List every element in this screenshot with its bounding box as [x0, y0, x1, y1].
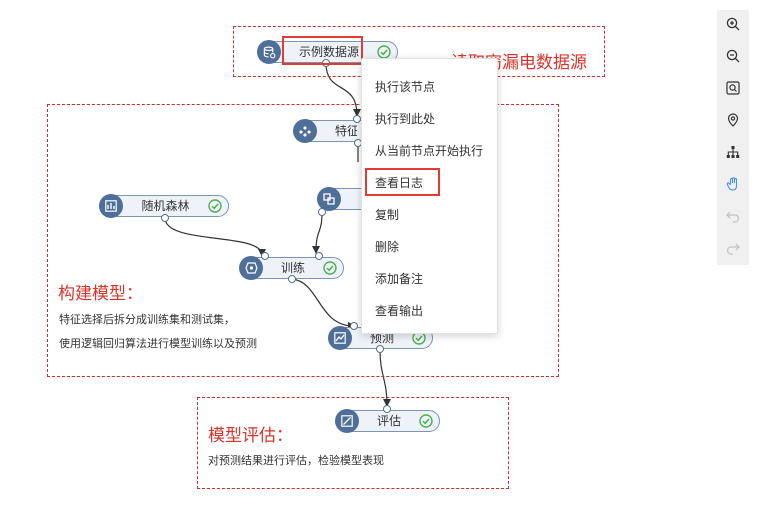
pan-hand-icon: [726, 177, 738, 191]
zoom-out-icon: [726, 49, 740, 63]
menu-item-run-from-here[interactable]: 从当前节点开始执行: [375, 144, 484, 158]
output-port[interactable]: [161, 214, 169, 222]
menu-item-view-output[interactable]: 查看输出: [375, 304, 424, 318]
node-train-label: 训练: [280, 261, 305, 275]
input-port[interactable]: [350, 322, 358, 330]
undo-button[interactable]: [721, 204, 745, 228]
success-check-icon: [377, 45, 391, 59]
node-feature-label: 特征: [335, 124, 357, 138]
context-menu: 执行该节点 执行到此处 从当前节点开始执行 查看日志 复制 删除 添加备注 查看…: [361, 58, 498, 334]
database-icon: [257, 40, 281, 64]
locate-icon: [727, 113, 739, 127]
locate-button[interactable]: [721, 108, 745, 132]
node-random-forest[interactable]: 随机森林: [99, 194, 229, 218]
zoom-in-icon: [726, 17, 740, 31]
redo-button[interactable]: [721, 236, 745, 260]
menu-item-run-node[interactable]: 执行该节点: [375, 80, 436, 94]
input-port[interactable]: [315, 252, 323, 260]
success-check-icon: [419, 414, 433, 428]
redo-icon: [726, 243, 740, 255]
menu-item-copy[interactable]: 复制: [375, 208, 400, 222]
undo-icon: [726, 211, 740, 223]
node-train[interactable]: 训练: [239, 256, 344, 280]
predict-icon: [328, 326, 352, 350]
zoom-out-button[interactable]: [721, 44, 745, 68]
auto-layout-button[interactable]: [721, 140, 745, 164]
group-evaluate[interactable]: [197, 397, 509, 489]
highlight-view-log: [365, 168, 440, 196]
node-evaluate[interactable]: 评估: [335, 409, 440, 433]
menu-item-view-log[interactable]: 查看日志: [375, 176, 424, 190]
success-check-icon: [208, 199, 222, 213]
output-port[interactable]: [318, 208, 326, 216]
fit-view-button[interactable]: [721, 76, 745, 100]
evaluate-icon: [335, 409, 359, 433]
group-build-model-desc-line-1: 特征选择后拆分成训练集和测试集，: [59, 313, 235, 326]
menu-item-delete[interactable]: 删除: [375, 240, 400, 254]
pan-button[interactable]: [721, 172, 745, 196]
node-sample-data-source-label: 示例数据源: [298, 45, 359, 59]
model-icon: [99, 194, 123, 218]
menu-item-run-to-here[interactable]: 执行到此处: [375, 112, 436, 126]
group-evaluate-title: 模型评估：: [208, 426, 293, 446]
success-check-icon: [323, 261, 337, 275]
input-port[interactable]: [261, 252, 269, 260]
feature-icon: [293, 119, 317, 143]
group-build-model-desc-line-2: 使用逻辑回归算法进行模型训练以及预测: [59, 337, 257, 350]
auto-layout-icon: [726, 146, 740, 158]
split-icon: [317, 187, 341, 211]
node-predict-label: 预测: [369, 331, 394, 345]
zoom-in-button[interactable]: [721, 12, 745, 36]
group-build-model[interactable]: [47, 104, 559, 377]
canvas-toolbar: [717, 10, 749, 265]
output-port[interactable]: [288, 275, 296, 283]
group-build-model-title: 构建模型：: [58, 284, 143, 304]
highlight-sample-data-source: [282, 36, 363, 65]
input-port[interactable]: [383, 405, 391, 413]
node-sample-data-source[interactable]: 示例数据源: [257, 40, 398, 64]
node-random-forest-label: 随机森林: [141, 199, 190, 213]
node-evaluate-label: 评估: [376, 414, 401, 428]
group-evaluate-desc-line-1: 对预测结果进行评估，检验模型表现: [208, 454, 384, 467]
fit-view-icon: [726, 81, 740, 95]
train-icon: [239, 256, 263, 280]
output-port[interactable]: [376, 345, 384, 353]
menu-item-add-note[interactable]: 添加备注: [375, 272, 424, 286]
input-port[interactable]: [353, 115, 361, 123]
